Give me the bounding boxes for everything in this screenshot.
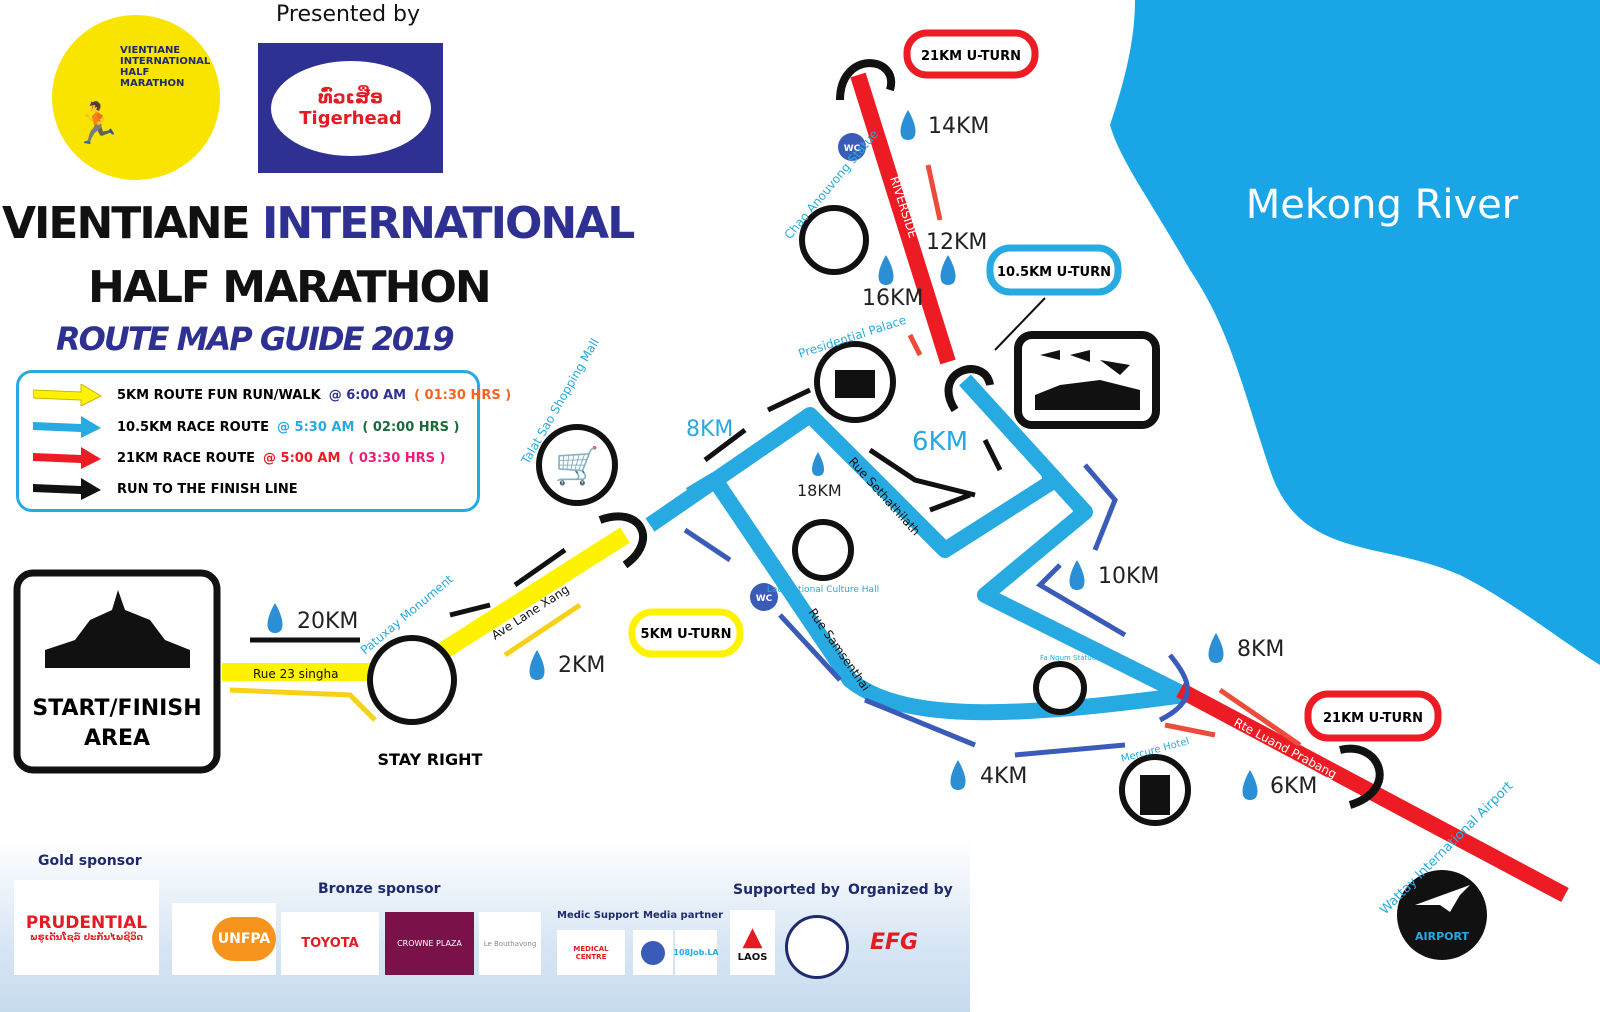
km-12: 12KM	[926, 230, 987, 255]
water-drop-icon	[812, 452, 824, 476]
water-drop-icon	[900, 110, 916, 140]
road-sethathilath: Rue Sethathilath	[846, 455, 923, 539]
page-subtitle: ROUTE MAP GUIDE 2019	[56, 320, 455, 358]
legend-row-10-5km: 10.5KM RACE ROUTE@ 5:30 AM( 02:00 HRS )	[19, 415, 467, 439]
flags-icon	[1035, 350, 1140, 410]
prudential-logo: PRUDENTIAL ພຣູເດັນໂຊລ໌ ປະກັນໄພຊີວິດ	[14, 880, 159, 975]
u-turn-5km-label: 5KM U-TURN	[641, 627, 732, 642]
culture-hall-icon	[792, 519, 854, 581]
start-finish-label-1: START/FINISH	[32, 696, 201, 721]
water-drop-icon	[1208, 633, 1224, 663]
mekong-river	[1110, 0, 1600, 665]
108job-logo: 108Job.LA	[673, 930, 719, 975]
water-drop-icon	[1069, 560, 1085, 590]
cart-glyph: 🛒	[555, 445, 600, 487]
athletic-federation-logo	[785, 915, 849, 979]
u-turn-21km-right-label: 21KM U-TURN	[1323, 711, 1423, 726]
talat-sao-cart-icon	[536, 424, 618, 506]
start-finish-label-2: AREA	[84, 726, 150, 751]
chao-anouvong-statue-icon	[799, 205, 869, 275]
route-10-5km	[645, 374, 1189, 721]
water-drop-icon	[1242, 770, 1258, 800]
km-16: 16KM	[862, 286, 923, 311]
airport-label: AIRPORT	[1415, 930, 1469, 943]
water-drop-icon	[267, 603, 283, 633]
km-14: 14KM	[928, 114, 989, 139]
label-culture-hall: Lao National Culture Hall	[767, 585, 879, 595]
supported-by-heading: Supported by	[733, 882, 840, 898]
bronze-sponsor-heading: Bronze sponsor	[318, 881, 441, 897]
tigerhead-logo: ທົ່ວເສືອ Tigerhead	[258, 43, 443, 173]
blue-arrow-icon	[33, 416, 101, 438]
km-18: 18KM	[797, 481, 842, 500]
km-8-east: 8KM	[1237, 637, 1284, 662]
u-turn-5km	[628, 608, 744, 658]
stay-right-label: STAY RIGHT	[378, 750, 483, 769]
direction-arrows	[229, 164, 1302, 758]
wc-icon	[750, 583, 778, 611]
u-turn-21km-top-label: 21KM U-TURN	[921, 49, 1021, 64]
black-arrow-icon	[33, 478, 101, 500]
km-6-south: 6KM	[1270, 774, 1317, 799]
km-20: 20KM	[297, 609, 358, 634]
legend-row-finish: RUN TO THE FINISH LINE	[19, 477, 306, 501]
red-arrow-icon	[33, 447, 101, 469]
that-dam-photo	[1014, 331, 1160, 429]
u-turn-10-5km	[986, 244, 1122, 296]
presented-by-label: Presented by	[276, 2, 421, 27]
route-legend: 5KM ROUTE FUN RUN/WALK@ 6:00 AM( 01:30 H…	[16, 370, 511, 512]
km-2: 2KM	[558, 653, 605, 678]
page-title: VIENTIANE INTERNATIONAL	[2, 198, 635, 249]
bouthavong-logo: Le Bouthavong	[479, 912, 541, 975]
label-fa-ngum: Fa Ngum Statue	[1040, 654, 1096, 662]
yellow-arrow-icon	[33, 384, 103, 406]
laos-logo: ▲LAOS	[730, 910, 775, 975]
km-8-north: 8KM	[686, 417, 733, 442]
palace-glyph	[835, 370, 875, 398]
medical-centre-logo: MEDICAL CENTRE	[557, 930, 625, 975]
river-label: Mekong River	[1246, 182, 1519, 228]
hotel-glyph	[1140, 775, 1170, 815]
road-rue-23-singha: Rue 23 singha	[253, 667, 338, 681]
that-luang-icon	[45, 590, 190, 668]
wc-icon	[838, 133, 866, 161]
legend-row-5km: 5KM ROUTE FUN RUN/WALK@ 6:00 AM( 01:30 H…	[19, 383, 519, 407]
page-title-line2: HALF MARATHON	[88, 262, 492, 313]
svg-text:WC: WC	[844, 144, 861, 154]
km-10: 10KM	[1098, 564, 1159, 589]
u-turn-10-5km-label: 10.5KM U-TURN	[997, 265, 1111, 280]
medic-support-heading: Medic Support	[557, 910, 639, 921]
uturn-arrow-icons	[598, 59, 1384, 809]
crowne-plaza-logo: CROWNE PLAZA	[385, 912, 474, 975]
water-drop-icon	[529, 650, 545, 680]
media-logo-1	[633, 930, 673, 975]
legend-row-21km: 21KM RACE ROUTE@ 5:00 AM( 03:30 HRS )	[19, 446, 454, 470]
airport-icon	[1397, 870, 1487, 960]
start-finish-area	[13, 569, 221, 774]
u-turn-21km-top	[903, 29, 1039, 79]
efg-logo: EFG	[869, 930, 919, 955]
km-4: 4KM	[980, 764, 1027, 789]
organized-by-heading: Organized by	[848, 882, 953, 898]
water-drop-icon	[878, 255, 894, 285]
fa-ngum-statue-icon	[1033, 661, 1087, 715]
water-drop-icon	[940, 255, 956, 285]
plane-icon	[1415, 885, 1470, 912]
water-drop-icon	[950, 760, 966, 790]
km-6-north: 6KM	[912, 427, 968, 457]
unfpa-logo: UNFPA	[172, 903, 277, 975]
gold-sponsor-heading: Gold sponsor	[38, 853, 142, 869]
toyota-logo: TOYOTA	[281, 912, 379, 975]
svg-text:WC: WC	[756, 594, 773, 604]
patuxay-icon	[367, 635, 457, 725]
event-logo: VIENTIANE INTERNATIONAL HALF MARATHON 🏃	[52, 15, 220, 180]
u-turn-21km-right	[1304, 690, 1442, 742]
media-partner-heading: Media partner	[643, 910, 723, 921]
runner-icon: 🏃	[72, 101, 122, 147]
